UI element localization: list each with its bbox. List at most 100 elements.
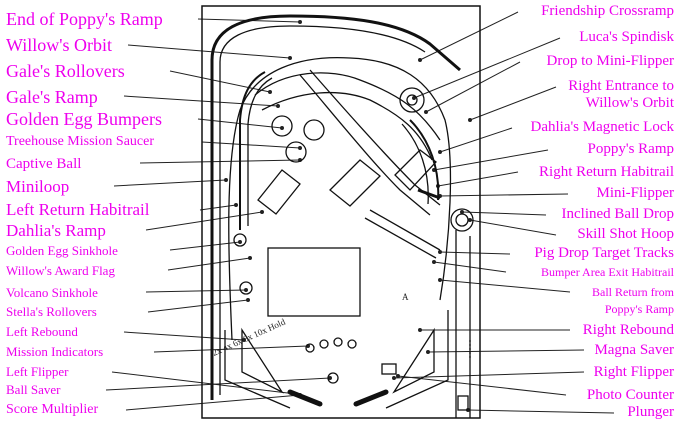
pointer-head-5 xyxy=(298,146,302,150)
pointer-line-21 xyxy=(425,61,521,113)
right-slingshot xyxy=(392,327,435,394)
pointer-head-31 xyxy=(438,278,442,282)
spindisk xyxy=(399,87,425,113)
pointer-line-24 xyxy=(433,149,549,171)
pointer-head-2 xyxy=(268,90,272,94)
bumper-2 xyxy=(303,119,325,141)
label-left-return-habitrail: Left Return Habitrail xyxy=(6,200,150,219)
label-ball-saver: Ball Saver xyxy=(6,382,61,397)
label-miniloop: Miniloop xyxy=(6,177,70,196)
pointer-line-36 xyxy=(467,409,615,414)
ball-saver-light xyxy=(327,372,339,384)
pointer-line-15 xyxy=(153,345,309,353)
label-mission-indicators: Mission Indicators xyxy=(6,344,104,359)
lane-letter: A xyxy=(402,292,409,302)
bumper-1 xyxy=(271,115,293,137)
pointer-line-35 xyxy=(397,375,567,396)
label-right-entrance-to: Right Entrance to xyxy=(568,78,674,94)
label-lucas-spindisk: Luca's Spindisk xyxy=(579,29,674,45)
pointer-line-22 xyxy=(469,86,557,121)
pointer-line-16 xyxy=(111,371,297,395)
pointer-line-7 xyxy=(113,179,227,187)
pointer-head-17 xyxy=(328,376,332,380)
pointer-head-12 xyxy=(244,288,248,292)
pointer-line-26 xyxy=(439,193,569,197)
label-plunger: Plunger xyxy=(627,404,674,420)
label-willows-award-flag: Willow's Award Flag xyxy=(6,263,115,278)
label-gales-rollovers: Gale's Rollovers xyxy=(6,61,125,81)
photo-counter-box xyxy=(381,363,397,375)
pointer-line-13 xyxy=(147,299,249,313)
label-willows-orbit: Willow's Orbit xyxy=(6,35,113,55)
multiplier-text: 2x 4x 6x 8x 10x Hold xyxy=(211,316,287,357)
pointer-line-14 xyxy=(123,331,245,341)
left-habitrail-inner xyxy=(247,77,273,226)
pointer-head-21 xyxy=(424,110,428,114)
left-inlane xyxy=(224,330,291,409)
label-drop-to-mini-flipper: Drop to Mini-Flipper xyxy=(546,53,675,69)
label-captive-ball: Captive Ball xyxy=(6,156,82,172)
pointer-line-27 xyxy=(461,211,547,216)
left-flipper-shape xyxy=(287,389,323,407)
pointer-head-23 xyxy=(438,150,442,154)
label-poppys-ramp-2: Poppy's Ramp xyxy=(604,302,674,316)
label-friendship-crossramp: Friendship Crossramp xyxy=(541,3,674,19)
label-golden-egg-bumpers: Golden Egg Bumpers xyxy=(6,109,162,129)
pointer-line-20 xyxy=(413,37,561,99)
label-treehouse-mission-saucer: Treehouse Mission Saucer xyxy=(6,134,155,149)
label-golden-egg-sinkhole: Golden Egg Sinkhole xyxy=(6,243,118,258)
label-skill-shot-hoop: Skill Shot Hoop xyxy=(577,226,674,242)
pointer-head-29 xyxy=(438,250,442,254)
poppy-ramp-entry xyxy=(394,149,437,191)
spindisk-center xyxy=(406,94,418,106)
label-willows-orbit-right: Willow's Orbit xyxy=(585,95,674,111)
left-slingshot xyxy=(241,327,284,394)
egg-sinkhole xyxy=(233,233,247,247)
label-inclined-ball-drop: Inclined Ball Drop xyxy=(561,206,674,222)
pointer-line-25 xyxy=(437,171,519,187)
pointer-line-29 xyxy=(439,251,511,255)
playfield-shell xyxy=(228,56,452,341)
right-habitrail xyxy=(409,119,440,201)
mission-indicator-2 xyxy=(319,339,329,349)
pointer-head-22 xyxy=(468,118,472,122)
label-dahlias-magnetic-lock: Dahlia's Magnetic Lock xyxy=(530,119,675,135)
pointer-lines xyxy=(105,11,615,414)
pointer-head-30 xyxy=(432,260,436,264)
bumper-3 xyxy=(285,141,307,163)
label-ball-return-from: Ball Return from xyxy=(592,285,674,299)
label-score-multiplier: Score Multiplier xyxy=(6,402,99,417)
upper-ramp-inner xyxy=(261,92,433,161)
pointer-head-19 xyxy=(418,58,422,62)
pointer-line-8 xyxy=(199,204,237,211)
center-ramp-entry xyxy=(329,159,381,207)
label-bumper-area-exit-habitrail: Bumper Area Exit Habitrail xyxy=(541,265,674,279)
label-left-flipper: Left Flipper xyxy=(6,364,69,379)
label-volcano-sinkhole: Volcano Sinkhole xyxy=(6,285,98,300)
pointer-line-5 xyxy=(201,141,301,149)
pointer-head-3 xyxy=(276,104,280,108)
pointer-head-35 xyxy=(396,374,400,378)
pointer-head-1 xyxy=(288,56,292,60)
mission-indicator-3 xyxy=(333,337,343,347)
crossramp-inner xyxy=(309,69,441,206)
pig-track-2 xyxy=(364,217,437,259)
label-pig-drop-target-tracks: Pig Drop Target Tracks xyxy=(534,245,674,261)
pointer-line-18 xyxy=(125,394,301,411)
pointer-head-13 xyxy=(246,298,250,302)
pointer-line-28 xyxy=(469,219,557,236)
pointer-line-23 xyxy=(439,127,513,153)
pointer-line-34 xyxy=(393,371,585,379)
right-inlane xyxy=(385,310,449,409)
pointer-head-11 xyxy=(248,256,252,260)
pointer-line-19 xyxy=(419,11,519,61)
outer-orbit xyxy=(210,14,461,400)
label-end-of-poppys-ramp: End of Poppy's Ramp xyxy=(6,9,163,29)
label-gales-ramp: Gale's Ramp xyxy=(6,87,98,107)
label-photo-counter: Photo Counter xyxy=(586,387,674,403)
dahlia-ramp-entry xyxy=(257,169,301,215)
right-flipper-shape xyxy=(353,389,389,407)
volcano-sinkhole xyxy=(239,281,253,295)
label-poppys-ramp: Poppy's Ramp xyxy=(587,141,674,157)
